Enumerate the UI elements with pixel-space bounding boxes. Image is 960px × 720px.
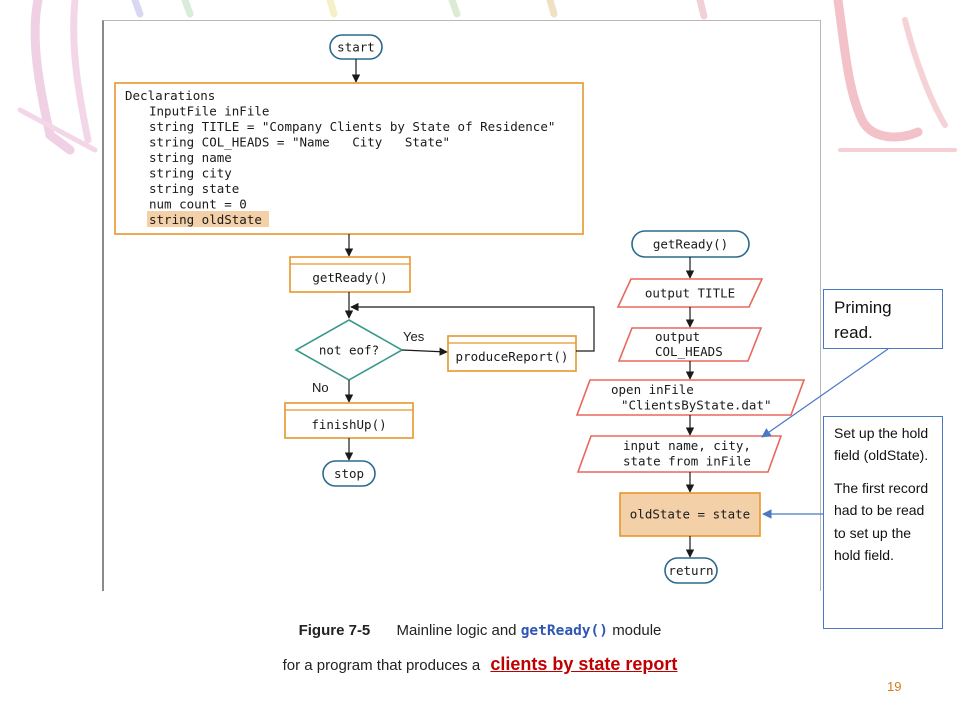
producereport-box: produceReport() [447, 335, 577, 372]
hold-field-callout: Set up the hold field (oldState). The fi… [823, 416, 943, 629]
input-line2: state from inFile [623, 454, 751, 469]
declaration-line: string COL_HEADS = "Name City State" [149, 135, 450, 150]
open-infile-line2: "ClientsByState.dat" [621, 398, 772, 413]
return-label: return [668, 563, 713, 578]
stop-terminal: stop [322, 460, 376, 487]
output-col-heads-io: output COL_HEADS [617, 327, 763, 362]
open-infile-io: open inFile "ClientsByState.dat" [575, 379, 806, 416]
declarations-title: Declarations [125, 88, 215, 103]
getready-call-label: getReady() [312, 270, 387, 285]
declaration-highlighted-line: string oldState [149, 212, 262, 227]
declaration-line: InputFile inFile [149, 104, 269, 119]
getready-entry-label: getReady() [653, 237, 728, 252]
figure-frame [102, 20, 821, 591]
return-terminal: return [664, 557, 718, 584]
output-col-heads-line1: output [655, 329, 700, 344]
highlight-fill [147, 211, 269, 227]
yes-label: Yes [403, 329, 425, 344]
no-label: No [312, 380, 329, 395]
caption-text-before: Mainline logic and [396, 622, 517, 639]
declaration-line: string state [149, 181, 239, 196]
figure-caption-line1: Figure 7-5 Mainline logic and getReady()… [0, 622, 960, 639]
page-number: 19 [887, 679, 902, 694]
figure-caption-line2: for a program that produces a clients by… [0, 654, 960, 675]
caption-text-after: module [612, 622, 662, 639]
caption-highlight: clients by state report [490, 654, 678, 674]
priming-read-text: Priming read. [834, 298, 892, 342]
priming-pointer [761, 348, 889, 438]
caption-code: getReady() [520, 623, 609, 639]
hold-field-text: Set up the hold field (oldState). [834, 425, 929, 464]
declaration-line: string city [149, 166, 232, 181]
getready-entry-terminal: getReady() [631, 230, 750, 258]
output-title-io: output TITLE [616, 278, 764, 308]
start-terminal: start [329, 34, 383, 60]
declaration-line: num count = 0 [149, 197, 247, 212]
output-col-heads-line2: COL_HEADS [655, 344, 723, 359]
producereport-label: produceReport() [456, 349, 569, 364]
stop-label: stop [334, 466, 364, 481]
assign-label: oldState = state [630, 507, 750, 522]
input-record-io: input name, city, state from inFile [576, 435, 783, 473]
decision-label: not eof? [319, 343, 379, 358]
getready-call-box: getReady() [289, 256, 411, 293]
caption-line2-text: for a program that produces a [282, 657, 481, 674]
declaration-line: string name [149, 150, 232, 165]
assign-oldstate-box: oldState = state [619, 492, 761, 537]
first-record-text: The first record had to be read to set u… [834, 479, 929, 563]
input-line1: input name, city, [623, 438, 751, 453]
output-title-label: output TITLE [645, 286, 735, 301]
not-eof-decision: not eof? [294, 319, 404, 381]
declaration-line: string TITLE = "Company Clients by State… [149, 119, 555, 134]
finishup-box: finishUp() [284, 402, 414, 439]
priming-read-callout: Priming read. [823, 289, 943, 349]
start-label: start [337, 40, 375, 55]
background-decoration [17, 0, 957, 155]
declarations-box: Declarations InputFile inFile string TIT… [114, 82, 584, 235]
open-infile-line1: open inFile [611, 382, 694, 397]
finishup-label: finishUp() [311, 417, 386, 432]
figure-label: Figure 7-5 [298, 622, 371, 639]
